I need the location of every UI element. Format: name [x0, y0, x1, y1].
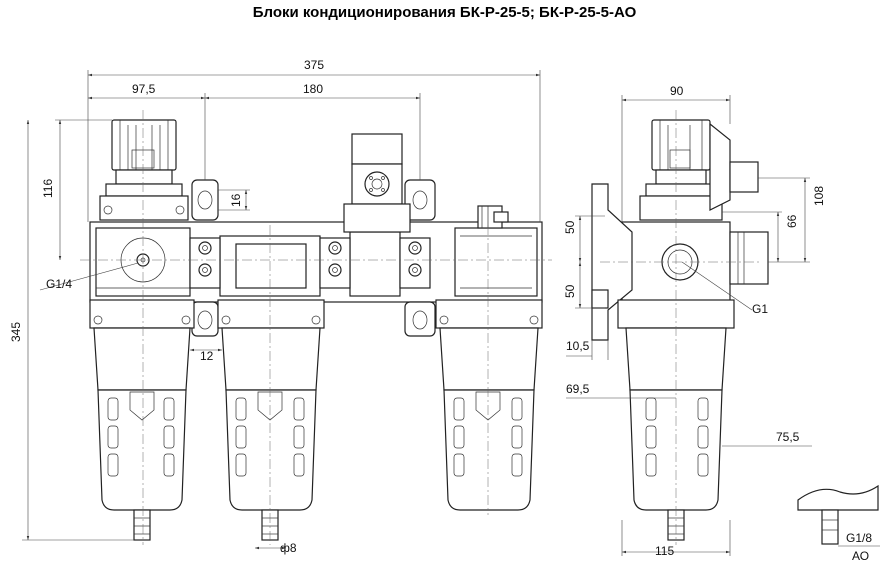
dim-69-5: 69,5 — [566, 382, 590, 396]
dim-375: 375 — [304, 58, 324, 72]
dim-diameter-8: ф8 — [280, 541, 297, 555]
dim-10-5: 10,5 — [566, 339, 590, 353]
side-connector — [709, 122, 759, 211]
filter-bowl-2 — [221, 327, 321, 541]
dim-108: 108 — [812, 186, 826, 206]
dim-66: 66 — [785, 214, 799, 228]
bracket-middle — [319, 237, 351, 289]
side-knob — [639, 119, 723, 221]
dim-90: 90 — [670, 84, 684, 98]
dim-50-upper: 50 — [563, 220, 577, 234]
dim-115: 115 — [655, 544, 674, 558]
ao-label: АО — [852, 549, 869, 563]
filter-bowl-3 — [439, 327, 539, 511]
side-view — [566, 95, 812, 556]
dim-116: 116 — [41, 179, 55, 198]
thread-g1-8: G1/8 — [846, 531, 872, 545]
dim-16: 16 — [229, 193, 243, 207]
front-view — [22, 70, 552, 550]
dim-12: 12 — [200, 349, 214, 363]
manifold-body — [89, 221, 543, 303]
thread-g1: G1 — [752, 302, 768, 316]
ao-drain-detail — [797, 484, 880, 547]
dim-50-lower: 50 — [563, 284, 577, 298]
pressure-switch-fitting — [477, 205, 509, 229]
side-mount-plate — [591, 183, 633, 341]
bracket-right — [399, 179, 436, 337]
page-title: Блоки кондиционирования БК-Р-25-5; БК-Р-… — [252, 4, 637, 21]
dim-345: 345 — [9, 322, 23, 342]
regulator-knob — [99, 119, 189, 221]
bracket-left — [189, 179, 221, 337]
dim-180: 180 — [303, 82, 323, 96]
dim-97-5: 97,5 — [132, 82, 156, 96]
electrical-connector — [343, 133, 411, 233]
dim-75-5: 75,5 — [776, 430, 800, 444]
thread-g1-4: G1/4 — [46, 277, 72, 291]
filter-bowl-1 — [93, 327, 191, 541]
